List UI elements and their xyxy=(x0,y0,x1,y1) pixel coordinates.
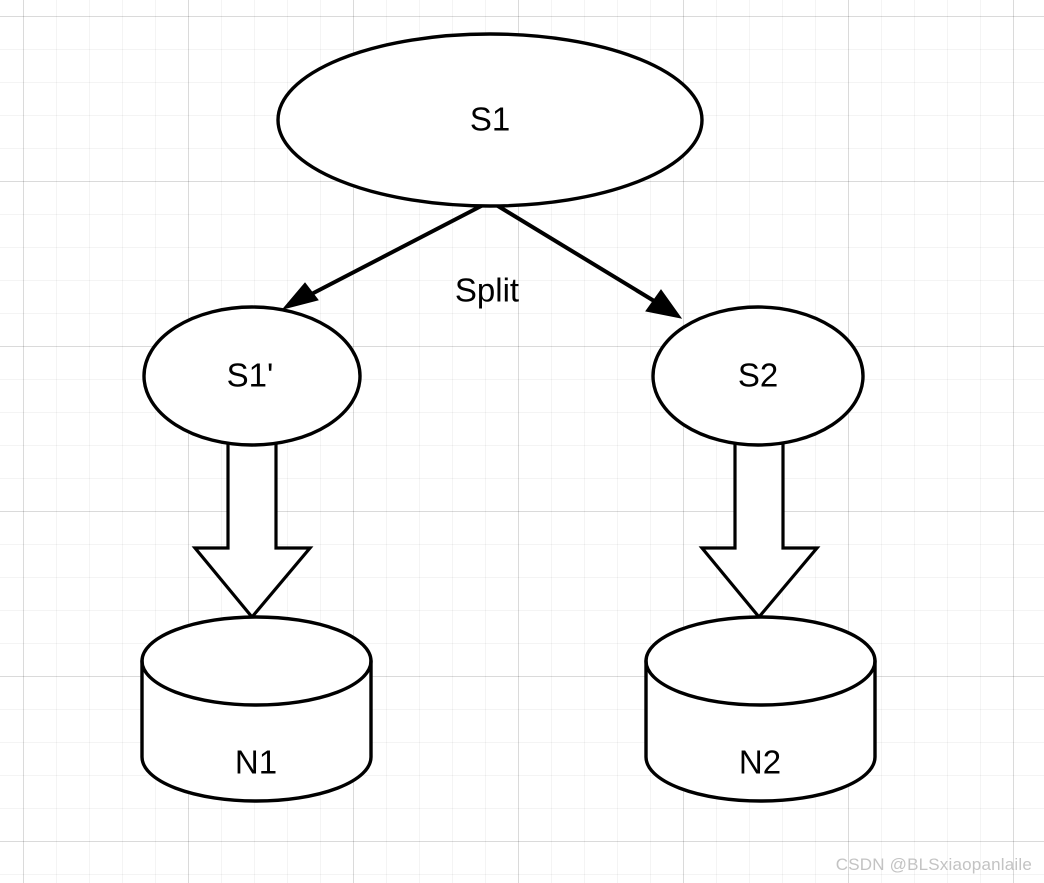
node-s1-prime[interactable]: S1' xyxy=(142,305,362,447)
node-n1-top-ellipse xyxy=(140,659,373,707)
block-arrow-icon xyxy=(191,441,314,620)
block-arrow-icon xyxy=(698,441,821,620)
edge-s1-to-s2-line xyxy=(491,201,666,309)
node-n1[interactable]: N1 xyxy=(140,615,373,803)
node-s2-shape xyxy=(651,305,865,447)
edge-s2-to-n2[interactable] xyxy=(698,441,821,620)
edge-s1-to-s1prime-line xyxy=(299,201,488,302)
edge-s1-to-s2[interactable] xyxy=(491,201,683,319)
arrowhead-icon xyxy=(281,282,319,310)
edge-label-split: Split xyxy=(455,272,519,309)
node-n1-label: N1 xyxy=(235,744,277,781)
node-s1-shape xyxy=(276,32,704,208)
node-s1-label: S1 xyxy=(470,101,510,138)
arrowhead-icon xyxy=(645,289,683,319)
node-n2-label: N2 xyxy=(739,744,781,781)
edge-s1-to-s1prime[interactable] xyxy=(281,201,488,310)
node-s1-prime-label: S1' xyxy=(227,357,274,394)
node-s2-label: S2 xyxy=(738,357,778,394)
node-n2-top-ellipse xyxy=(644,659,877,707)
edge-s1prime-to-n1[interactable] xyxy=(191,441,314,620)
node-n2[interactable]: N2 xyxy=(644,615,877,803)
node-s2[interactable]: S2 xyxy=(651,305,865,447)
node-s1-prime-shape xyxy=(142,305,362,447)
watermark-text: CSDN @BLSxiaopanlaile xyxy=(835,855,1032,874)
node-s1[interactable]: S1 xyxy=(276,32,704,208)
node-n1-body xyxy=(140,615,373,803)
node-n2-body xyxy=(644,615,877,803)
